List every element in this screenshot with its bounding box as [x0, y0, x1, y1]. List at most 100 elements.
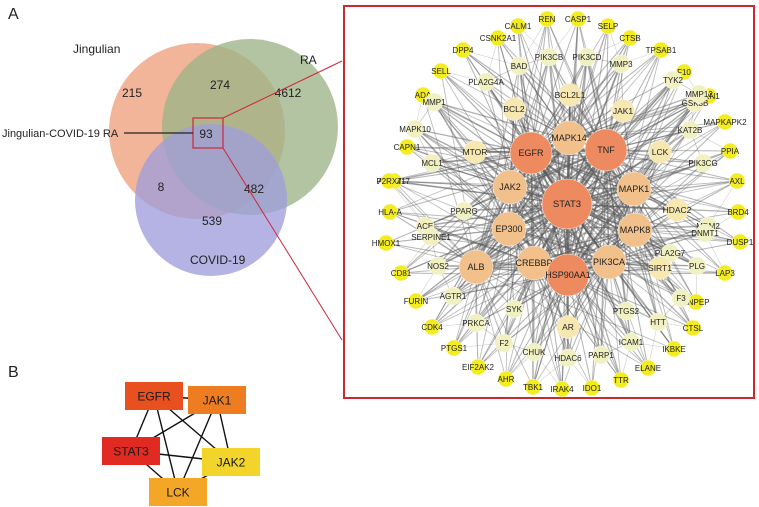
network-node-circle [524, 342, 544, 362]
network-node-label: ERN1 [698, 92, 720, 101]
network-edge [567, 261, 610, 359]
venn-count-jingulian-covid: 8 [158, 180, 165, 194]
network-node-label: HDAC2 [663, 205, 692, 215]
network-node-dpp4: DPP4 [453, 41, 474, 59]
network-edge [415, 274, 569, 302]
network-node-label: HTT [650, 318, 666, 327]
network-node-label: BRD4 [727, 208, 749, 217]
hub-node-box [202, 448, 260, 476]
network-node-label: PIK3CB [535, 53, 563, 62]
network-node-label: MTOR [463, 147, 488, 157]
network-node-ptgs2: PTGS2 [613, 301, 640, 321]
network-node-label: SIRT1 [648, 263, 672, 273]
network-node-dusp1: DUSP1 [727, 233, 754, 251]
network-edge [577, 18, 607, 151]
network-node-circle [591, 244, 627, 280]
network-node-mapkapk2: MAPKAPK2 [703, 113, 747, 131]
network-node-label: NOS2 [427, 262, 449, 271]
network-node-pik3ca: PIK3CA [591, 244, 627, 280]
zoom-line-top [222, 60, 343, 119]
network-node-mapk8: MAPK8 [617, 212, 653, 248]
hub-node-label: LCK [166, 486, 189, 500]
network-node-label: AR [562, 322, 574, 332]
hub-edge-egfr-lck [153, 395, 179, 493]
network-edge [393, 180, 511, 188]
network-edge [508, 108, 515, 230]
network-node-circle [648, 312, 668, 332]
network-node-label: JAK2 [499, 182, 521, 192]
network-edge [633, 180, 738, 190]
network-edge [530, 152, 678, 211]
network-node-label: EIF2AK2 [462, 363, 495, 372]
network-edge [475, 229, 636, 268]
hub-node-label: JAK2 [217, 456, 246, 470]
network-node-label: CTSL [683, 324, 704, 333]
panel-a-label: A [8, 6, 19, 23]
network-node-stat3: STAT3 [541, 178, 593, 230]
network-node-ctsl: CTSL [683, 319, 704, 337]
network-edge [567, 56, 588, 276]
network-edge [462, 49, 570, 139]
network-node-pik3cb: PIK3CB [535, 47, 563, 67]
network-node-ikbke: IKBKE [662, 340, 686, 358]
network-node-mmp1: MMP1 [422, 92, 446, 112]
network-node-circle [497, 370, 515, 388]
network-edge [475, 266, 534, 388]
network-node-circle [492, 169, 528, 205]
network-node-label: MAPKAPK2 [703, 118, 747, 127]
network-node-label: SELL [431, 67, 451, 76]
network-node-mapk14: MAPK14 [551, 120, 587, 156]
hub-node-box [188, 386, 246, 414]
network-node-sirt1: SIRT1 [648, 256, 672, 280]
network-edge [530, 152, 632, 343]
network-node-label: BCL2L1 [555, 90, 586, 100]
network-edge [634, 229, 694, 329]
network-edge [567, 225, 709, 276]
network-edge [633, 121, 726, 190]
network-node-circle [489, 29, 507, 47]
network-edge [566, 95, 710, 205]
network-node-label: BAD [511, 62, 528, 71]
network-node-mapk1: MAPK1 [616, 171, 652, 207]
network-edge [633, 188, 739, 213]
network-node-label: CD81 [391, 269, 412, 278]
network-edge [625, 188, 635, 312]
network-node-circle [617, 212, 653, 248]
network-node-label: IDO1 [583, 384, 602, 393]
network-node-circle [684, 319, 702, 337]
network-node-circle [494, 333, 514, 353]
network-node-label: P2RX7 [376, 177, 402, 186]
network-edge [605, 149, 709, 227]
network-node-agtr1: AGTR1 [440, 286, 467, 306]
hub-node-label: STAT3 [113, 445, 149, 459]
network-node-jak2: JAK2 [492, 169, 528, 205]
network-node-label: F2 [499, 339, 509, 348]
network-node-label: BCL2 [503, 104, 525, 114]
network-edge [634, 211, 739, 231]
network-node-syk: SYK [504, 299, 524, 319]
network-node-circle [558, 348, 578, 368]
network-edge [475, 232, 706, 268]
network-node-circle [695, 223, 715, 243]
network-edge [605, 149, 738, 182]
network-node-ptgs1: PTGS1 [441, 339, 468, 357]
network-node-irak4: IRAK4 [550, 380, 574, 398]
network-node-circle [458, 249, 494, 285]
venn-count-ra-only: 4612 [275, 86, 302, 100]
network-node-ahr: AHR [497, 370, 515, 388]
network-node-circle [454, 201, 474, 221]
network-edge [453, 228, 510, 349]
network-node-bad: BAD [509, 56, 529, 76]
hub-node-jak2: JAK2 [202, 448, 260, 476]
network-edge [389, 211, 535, 264]
network-edge [533, 151, 661, 264]
network-node-circle [621, 332, 641, 352]
network-edge [475, 188, 635, 268]
network-edge [505, 262, 535, 380]
network-node-label: FURIN [404, 297, 429, 306]
network-edge [508, 228, 563, 390]
network-edge [566, 180, 738, 205]
network-node-circle [445, 339, 463, 357]
network-edge [475, 137, 570, 268]
